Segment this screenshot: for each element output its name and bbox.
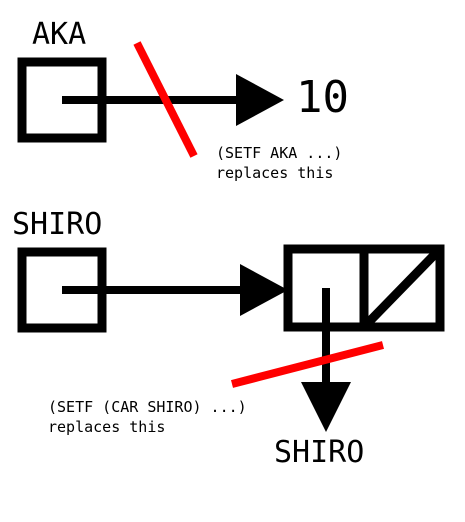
- cons-cell-cdr-box: [359, 244, 445, 332]
- aka-value-10: 10: [296, 72, 349, 123]
- aka-note-line-1: (SETF AKA ...): [216, 144, 342, 162]
- shiro-note-line-2: replaces this: [48, 418, 165, 436]
- aka-variable-label: AKA: [32, 17, 86, 52]
- aka-pointer-arrowhead: [236, 74, 284, 126]
- cons-cell-cdr-nil-slash: [360, 245, 444, 331]
- car-red-strike: [230, 341, 385, 388]
- aka-red-strike: [133, 41, 198, 158]
- car-pointer-arrowhead: [301, 382, 351, 432]
- shiro-note-line-1: (SETF (CAR SHIRO) ...): [48, 398, 247, 416]
- car-value-shiro: SHIRO: [274, 435, 364, 470]
- shiro-pointer-arrowhead: [240, 264, 288, 316]
- shiro-variable-label: SHIRO: [12, 207, 102, 242]
- aka-note-line-2: replaces this: [216, 164, 333, 182]
